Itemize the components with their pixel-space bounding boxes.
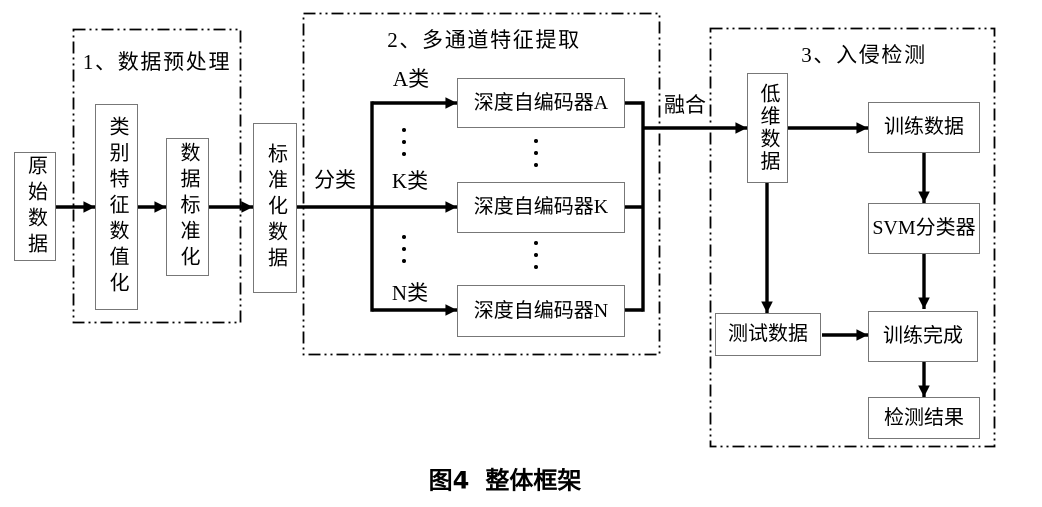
label-fusion: 融合 xyxy=(664,93,706,117)
node-encoder-k: 深度自编码器K xyxy=(457,182,625,233)
figure-caption: 图4 整体框架 xyxy=(429,461,582,496)
node-svm-classifier: SVM分类器 xyxy=(868,203,980,254)
label-class-n: N类 xyxy=(391,281,429,305)
node-train-data: 训练数据 xyxy=(868,102,980,153)
node-encoder-n: 深度自编码器N xyxy=(457,285,625,337)
vertical-ellipsis-encoders-top xyxy=(534,139,538,167)
section-title-preprocess: 1、数据预处理 xyxy=(82,50,232,74)
section-intrusion-detect-border xyxy=(709,27,996,448)
node-test-data: 测试数据 xyxy=(715,313,821,356)
figure-caption-number: 图4 xyxy=(428,466,470,495)
vertical-ellipsis-classes-bottom xyxy=(402,235,406,263)
node-train-done: 训练完成 xyxy=(868,311,978,362)
section-title-feature-extract: 2、多通道特征提取 xyxy=(387,28,581,52)
label-classify: 分类 xyxy=(314,168,356,192)
vertical-ellipsis-encoders-bottom xyxy=(534,241,538,269)
label-class-k: K类 xyxy=(391,169,429,193)
section-preprocess-border xyxy=(72,28,242,324)
node-raw-data: 原始数据 xyxy=(14,152,56,261)
node-low-dim-data: 低维数据 xyxy=(747,73,788,183)
figure-caption-title: 整体框架 xyxy=(485,466,582,495)
section-title-intrusion-detect: 3、入侵检测 xyxy=(801,43,927,67)
node-data-standardize: 数据标准化 xyxy=(166,138,209,276)
label-class-a: A类 xyxy=(392,67,430,91)
node-encoder-a: 深度自编码器A xyxy=(457,78,625,128)
node-standardized-data: 标准化数据 xyxy=(253,123,297,293)
section-feature-extract-border xyxy=(302,12,661,356)
vertical-ellipsis-classes-top xyxy=(402,128,406,156)
node-categorical-numeric: 类别特征数值化 xyxy=(95,104,138,310)
node-detect-result: 检测结果 xyxy=(868,397,980,439)
